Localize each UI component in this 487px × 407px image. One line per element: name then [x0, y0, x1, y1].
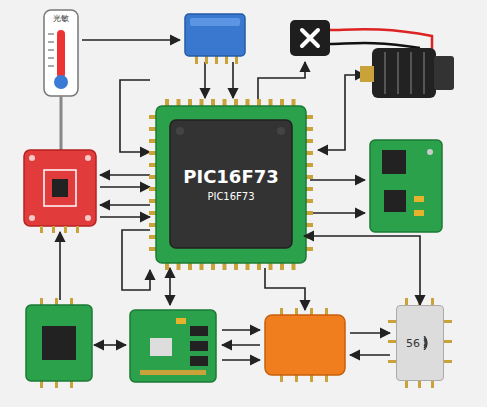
chip-module	[26, 298, 92, 388]
power-module	[130, 310, 216, 382]
pin-row	[149, 99, 313, 270]
connector	[304, 236, 420, 305]
regulator-chip	[265, 308, 345, 382]
mcu-chip: PIC16F73PIC16F73	[170, 120, 292, 248]
signal-icon	[422, 336, 434, 350]
node-text: PIC16F73	[207, 191, 254, 202]
sensor-board	[24, 150, 96, 233]
wireless-chip: 56	[396, 305, 444, 381]
thermometer-label-box: 光敏	[44, 12, 78, 32]
wire-set	[60, 40, 390, 360]
thermometer	[44, 10, 78, 150]
buzzer	[360, 48, 454, 98]
wireless-chip-pins	[388, 298, 452, 388]
node-text: 56	[406, 337, 420, 350]
relay-box	[185, 14, 245, 64]
mcu-board	[156, 106, 306, 263]
node-text: 光敏	[53, 13, 69, 24]
driver-module	[370, 140, 442, 232]
node-text: PIC16F73	[183, 166, 279, 187]
